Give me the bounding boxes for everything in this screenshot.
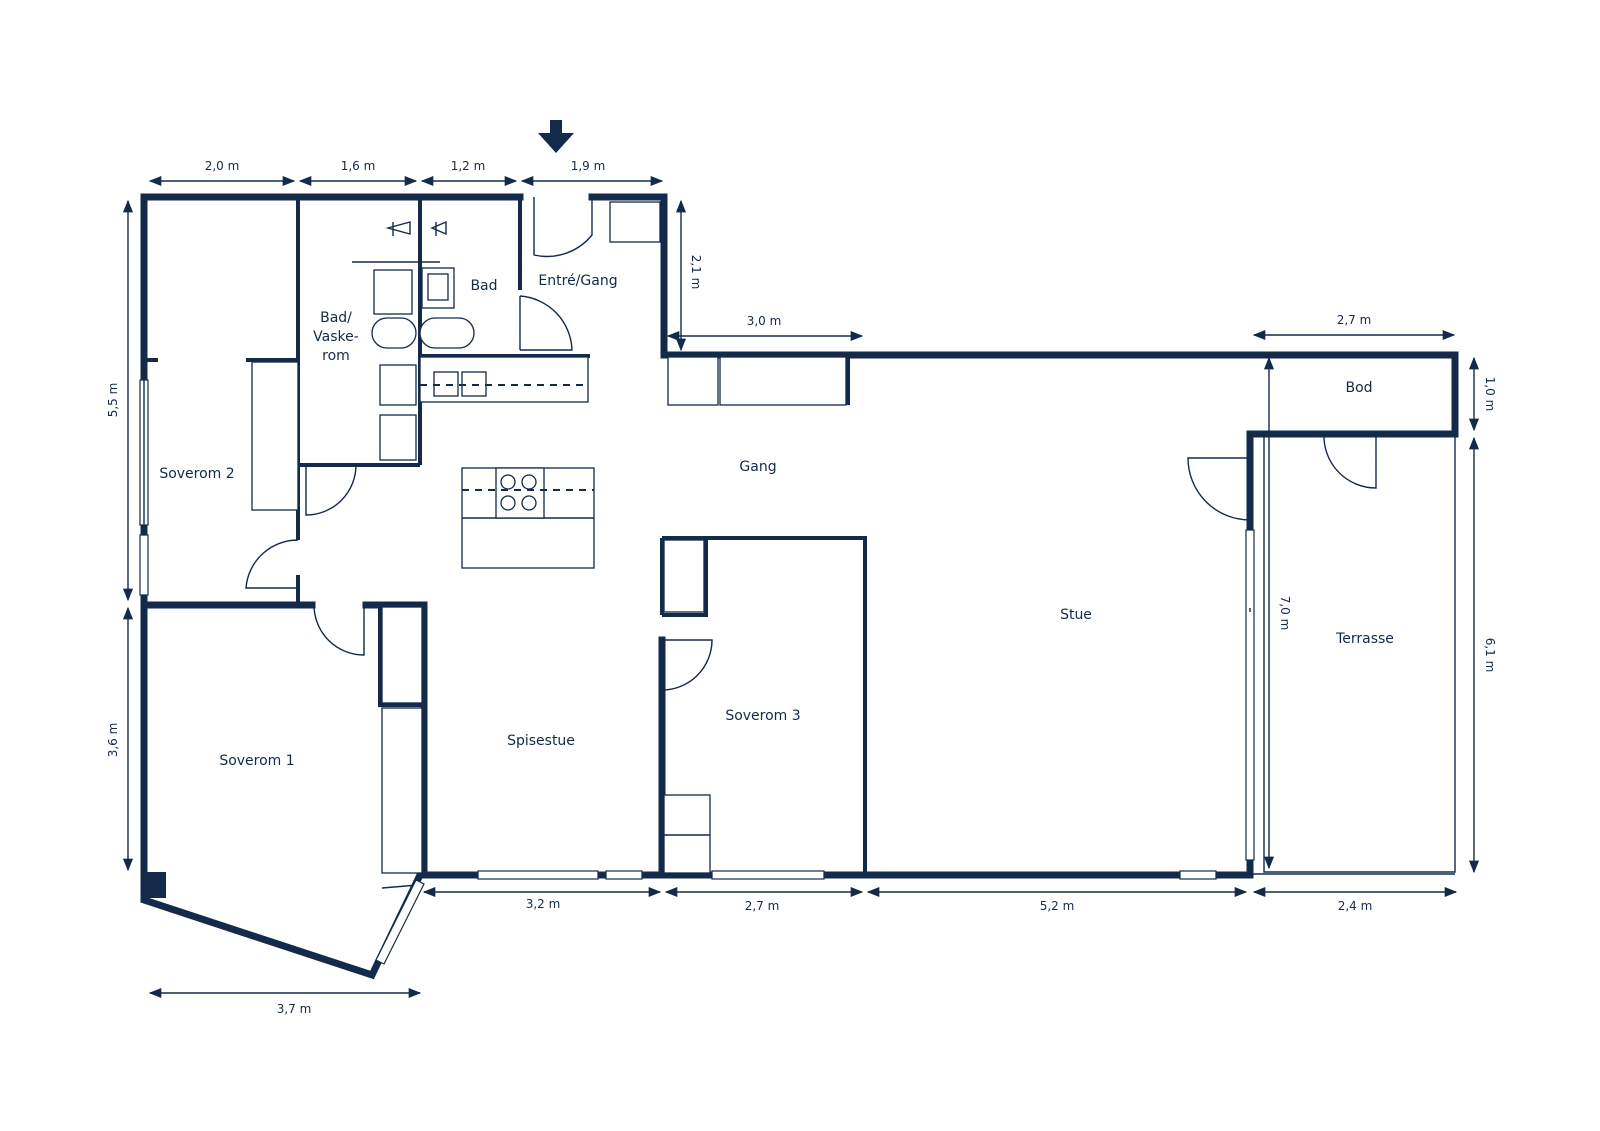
wardrobe	[663, 539, 705, 613]
room-label-soverom-1: Soverom 1	[219, 753, 294, 769]
dim-bod-height: 1,0 m	[1483, 377, 1497, 412]
dim-bottom-3: 5,2 m	[1040, 899, 1075, 913]
toilet-icon	[419, 317, 475, 349]
wardrobe	[663, 794, 711, 874]
wardrobe	[381, 707, 423, 874]
shower-icon	[352, 220, 447, 263]
column	[144, 872, 166, 898]
dim-left-upper: 5,5 m	[106, 383, 120, 418]
room-label-bad-vaskerom-line2: Vaske-	[313, 329, 359, 345]
dim-bottom-1: 3,2 m	[526, 897, 561, 911]
terrace-outline	[1250, 434, 1456, 875]
room-label-spisestue: Spisestue	[507, 733, 575, 749]
dim-top-3: 1,2 m	[451, 159, 486, 173]
toilet-icon	[371, 317, 417, 349]
closet	[609, 201, 661, 243]
room-label-terrasse: Terrasse	[1335, 631, 1394, 647]
dim-entry-height: 2,1 m	[689, 255, 703, 290]
fixtures	[251, 201, 847, 874]
dim-bottom-4: 2,4 m	[1338, 899, 1373, 913]
dim-terrace-inner: 7,0 m	[1278, 596, 1292, 631]
room-label-bad-vaskerom-line1: Bad/	[320, 310, 352, 326]
dim-bod-width: 2,7 m	[1337, 313, 1372, 327]
room-label-bad-vaskerom-line3: rom	[322, 348, 350, 364]
dim-gang-width: 3,0 m	[747, 314, 782, 328]
dim-left-lower: 3,6 m	[106, 723, 120, 758]
washing-machine	[373, 269, 413, 315]
dim-top-4: 1,9 m	[571, 159, 606, 173]
down-arrow-icon	[538, 120, 574, 153]
room-label-entre-gang: Entré/Gang	[538, 273, 617, 289]
room-label-bod: Bod	[1345, 380, 1372, 396]
room-label-soverom-3: Soverom 3	[725, 708, 800, 724]
windows	[139, 379, 1255, 965]
dim-terrace-outer: 6,1 m	[1483, 638, 1497, 673]
doors	[245, 197, 1377, 691]
dim-bottom-left: 3,7 m	[277, 1002, 312, 1016]
dim-top-2: 1,6 m	[341, 159, 376, 173]
closet	[719, 356, 847, 406]
room-label-stue: Stue	[1060, 607, 1092, 623]
dim-bottom-2: 2,7 m	[745, 899, 780, 913]
room-label-soverom-2: Soverom 2	[159, 466, 234, 482]
dimension-lines: 2,0 m 1,6 m 1,2 m 1,9 m 2,1 m 3,0 m 2,7 …	[106, 159, 1497, 1016]
wardrobe	[251, 361, 299, 511]
dim-top-1: 2,0 m	[205, 159, 240, 173]
room-label-bad: Bad	[470, 278, 497, 294]
room-labels: Soverom 2 Bad/ Vaske- rom Bad Entré/Gang…	[159, 273, 1394, 769]
room-label-gang: Gang	[739, 459, 776, 475]
